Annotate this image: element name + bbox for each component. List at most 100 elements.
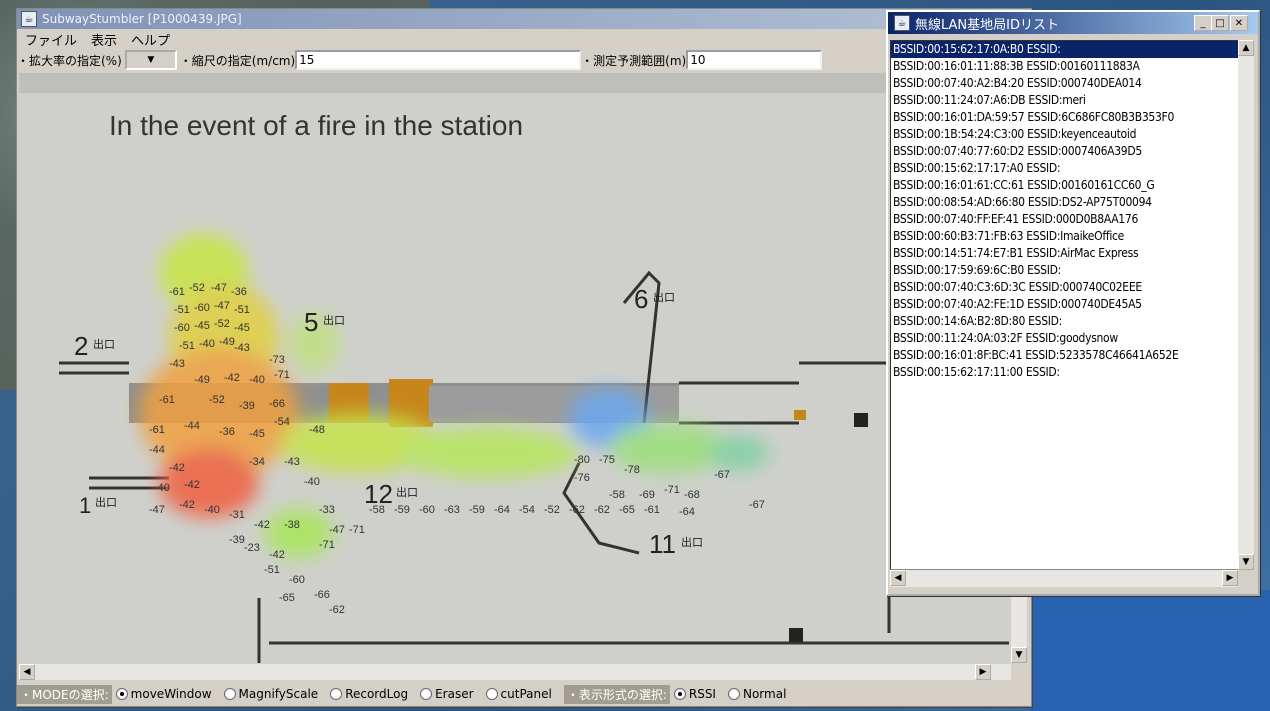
arrow-left-icon: ◀	[23, 667, 31, 677]
scale-input[interactable]: 15	[295, 50, 582, 70]
range-input[interactable]: 10	[686, 50, 823, 70]
menu-view[interactable]: 表示	[91, 33, 118, 49]
bssid-list-item[interactable]: BSSID:00:1B:54:24:C3:00 ESSID:keyenceaut…	[893, 127, 1137, 141]
rssi-value: -64	[679, 506, 695, 518]
bssid-list-item[interactable]: BSSID:00:07:40:FF:EF:41 ESSID:000D0B8AA1…	[893, 212, 1139, 226]
mode-radio-recordlog[interactable]: RecordLog	[330, 687, 408, 701]
rssi-value: -42	[269, 549, 285, 561]
bssid-list-item[interactable]: BSSID:00:16:01:DA:59:57 ESSID:6C686FC80B…	[893, 110, 1175, 124]
rssi-value: -60	[194, 302, 210, 314]
bssid-list-item[interactable]: BSSID:00:14:51:74:E7:B1 ESSID:AirMac Exp…	[893, 246, 1139, 260]
bssid-list-item[interactable]: BSSID:00:07:40:77:60:D2 ESSID:0007406A39…	[893, 144, 1142, 158]
bssid-list-item[interactable]: BSSID:00:16:01:61:CC:61 ESSID:00160161CC…	[893, 178, 1155, 192]
bssid-list-item[interactable]: BSSID:00:08:54:AD:66:80 ESSID:DS2-AP75T0…	[893, 195, 1152, 209]
rssi-value: -63	[444, 504, 460, 516]
mode-radio-eraser[interactable]: Eraser	[420, 687, 474, 701]
minimize-button[interactable]: _	[1194, 15, 1212, 31]
rssi-value: -36	[219, 426, 235, 438]
rssi-value: -65	[279, 592, 295, 604]
list-scroll-left-button[interactable]: ◀	[890, 570, 906, 586]
bssid-list-item[interactable]: BSSID:00:60:B3:71:FB:63 ESSID:ImaikeOffi…	[893, 229, 1125, 243]
bssid-list-item[interactable]: BSSID:00:15:62:17:17:A0 ESSID:	[893, 161, 1061, 175]
rssi-value: -66	[314, 589, 330, 601]
bssid-list-item[interactable]: BSSID:00:07:40:A2:FE:1D ESSID:000740DE45…	[893, 297, 1142, 311]
map-horizontal-scrollbar[interactable]: ◀ ▶	[19, 664, 1011, 680]
bssid-list-item[interactable]: BSSID:00:11:24:0A:03:2F ESSID:goodysnow	[893, 331, 1118, 345]
exit6-stairs	[622, 270, 661, 424]
bssid-list-item[interactable]: BSSID:00:15:62:17:11:00 ESSID:	[893, 365, 1060, 379]
list-horizontal-scrollbar[interactable]: ◀ ▶	[890, 570, 1238, 587]
exit-6-number: 6	[634, 284, 648, 314]
signal-marker	[794, 410, 806, 420]
mode-option-label: MagnifyScale	[238, 687, 319, 701]
bssid-list-item[interactable]: BSSID:00:07:40:A2:B4:20 ESSID:000740DEA0…	[893, 76, 1142, 90]
rssi-value: -45	[234, 322, 250, 334]
rssi-value: -71	[349, 524, 365, 536]
bssid-listbox[interactable]: BSSID:00:15:62:17:0A:B0 ESSID:BSSID:00:1…	[890, 40, 1240, 570]
list-titlebar[interactable]: ☕ 無線LAN基地局IDリスト _ □ ✕	[888, 12, 1258, 34]
range-label: ・測定予測範囲(m)	[581, 53, 687, 68]
menu-bar: ファイル 表示 ヘルプ	[17, 29, 1031, 49]
bssid-list-item[interactable]: BSSID:00:07:40:C3:6D:3C ESSID:000740C02E…	[893, 280, 1142, 294]
main-titlebar[interactable]: ☕ SubwayStumbler [P1000439.JPG]	[17, 9, 1031, 29]
bssid-list-item[interactable]: BSSID:00:11:24:07:A6:DB ESSID:meri	[893, 93, 1086, 107]
menu-help[interactable]: ヘルプ	[131, 33, 171, 49]
minimize-icon: _	[1200, 17, 1206, 29]
bssid-list-item[interactable]: BSSID:00:17:59:69:6C:B0 ESSID:	[893, 263, 1061, 277]
rssi-value: -51	[179, 340, 195, 352]
rssi-value: -40	[249, 374, 265, 386]
rssi-value: -33	[319, 504, 335, 516]
rssi-value: -61	[159, 394, 175, 406]
mode-option-label: Eraser	[435, 687, 474, 701]
rssi-value: -49	[219, 336, 235, 348]
display-radio-rssi[interactable]: RSSI	[673, 687, 716, 701]
display-option-label: Normal	[742, 687, 787, 701]
heat-blob	[264, 508, 334, 558]
bssid-list-item[interactable]: BSSID:00:16:01:8F:BC:41 ESSID:5233578C46…	[893, 348, 1179, 362]
rssi-value: -76	[574, 472, 590, 484]
display-radio-normal[interactable]: Normal	[727, 687, 787, 701]
scroll-right-button[interactable]: ▶	[975, 664, 991, 680]
maximize-button[interactable]: □	[1211, 15, 1229, 31]
toolbar: ・拡大率の指定(%) ▼ ・縮尺の指定(m/cm) 15 ・測定予測範囲(m) …	[17, 49, 1031, 71]
zoom-dropdown[interactable]: ▼	[124, 50, 177, 70]
zoom-label: ・拡大率の指定(%)	[17, 53, 122, 68]
scroll-down-button[interactable]: ▼	[1011, 647, 1027, 663]
exit11-stairs	[562, 462, 640, 555]
java-app-icon: ☕	[21, 11, 37, 27]
list-vertical-scrollbar[interactable]: ▲ ▼	[1238, 40, 1254, 570]
rssi-value: -61	[644, 504, 660, 516]
java-app-icon: ☕	[894, 15, 910, 31]
mode-radio-magnifyscale[interactable]: MagnifyScale	[223, 687, 319, 701]
heat-blob	[139, 348, 299, 478]
close-button[interactable]: ✕	[1230, 15, 1248, 31]
rssi-readings: -61-52-47-36-51-60-47-51-60-45-52-45-51-…	[149, 282, 765, 616]
main-window-title: SubwayStumbler [P1000439.JPG]	[42, 12, 242, 26]
list-scroll-down-button[interactable]: ▼	[1238, 554, 1254, 570]
menu-file[interactable]: ファイル	[25, 33, 78, 49]
rssi-value: -54	[274, 416, 290, 428]
mode-option-label: cutPanel	[500, 687, 552, 701]
rssi-value: -49	[194, 374, 210, 386]
rssi-value: -71	[664, 484, 680, 496]
list-scroll-up-button[interactable]: ▲	[1238, 40, 1254, 56]
scroll-left-button[interactable]: ◀	[19, 664, 35, 680]
map-canvas[interactable]: In the event of a fire in the station	[19, 73, 1009, 663]
rssi-value: -44	[184, 420, 200, 432]
rssi-value: -39	[229, 534, 245, 546]
rssi-value: -47	[214, 300, 230, 312]
triangle-down-icon: ▼	[147, 55, 155, 65]
mode-radio-cutpanel[interactable]: cutPanel	[485, 687, 552, 701]
arrow-down-icon: ▼	[1015, 650, 1023, 660]
rssi-value: -62	[329, 604, 345, 616]
rssi-value: -38	[284, 519, 300, 531]
close-icon: ✕	[1234, 17, 1244, 29]
rssi-value: -67	[749, 499, 765, 511]
bssid-list-item[interactable]: BSSID:00:14:6A:B2:8D:80 ESSID:	[893, 314, 1063, 328]
rssi-value: -51	[234, 304, 250, 316]
bssid-list-item[interactable]: BSSID:00:16:01:11:88:3B ESSID:0016011188…	[893, 59, 1140, 73]
bssid-list-item[interactable]: BSSID:00:15:62:17:0A:B0 ESSID:	[891, 41, 1239, 58]
list-scroll-right-button[interactable]: ▶	[1222, 570, 1238, 586]
mode-radio-movewindow[interactable]: moveWindow	[115, 687, 212, 701]
rssi-value: -43	[234, 342, 250, 354]
